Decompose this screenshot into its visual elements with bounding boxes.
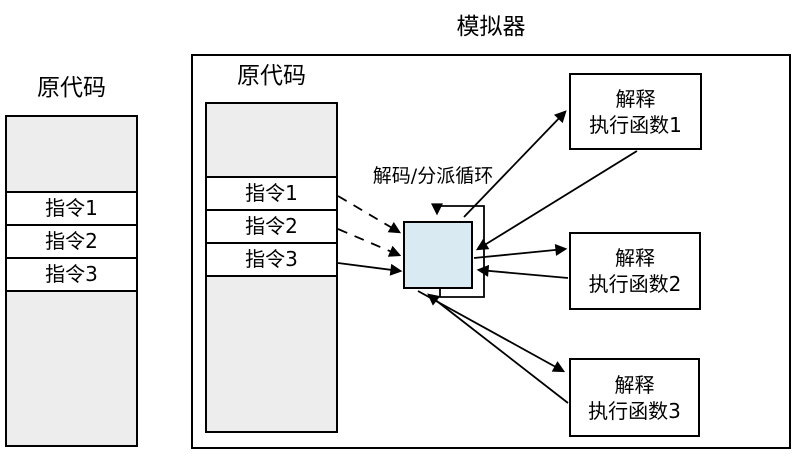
dispatch-loop-box (403, 221, 473, 289)
function-2-line-1: 解释 (615, 246, 655, 270)
inner-source-box: 指令1 指令2 指令3 (205, 102, 338, 433)
inner-source-title: 原代码 (237, 63, 306, 89)
function-3-line-1: 解释 (614, 372, 655, 397)
outer-source-box: 指令1 指令2 指令3 (5, 115, 138, 447)
inner-source-empty-bottom (207, 277, 336, 431)
interpreter-function-box-1: 解释 执行函数1 (569, 73, 702, 150)
outer-instruction-2: 指令2 (7, 226, 136, 259)
outer-source-empty-bottom (7, 292, 136, 445)
emulator-box (191, 54, 791, 449)
outer-source-empty-top (7, 117, 136, 193)
emulator-title: 模拟器 (456, 14, 526, 40)
inner-instruction-1: 指令1 (207, 178, 336, 211)
interpreter-function-box-2: 解释 执行函数2 (569, 232, 701, 310)
dispatch-loop-label: 解码/分派循环 (372, 165, 494, 187)
outer-source-title: 原代码 (37, 75, 106, 101)
inner-instruction-2: 指令2 (207, 211, 336, 244)
function-2-line-2: 执行函数2 (588, 272, 682, 296)
outer-instruction-1: 指令1 (7, 193, 136, 226)
function-3-line-2: 执行函数3 (588, 398, 681, 423)
function-1-line-1: 解释 (615, 86, 656, 111)
function-1-line-2: 执行函数1 (589, 112, 682, 137)
outer-instruction-3: 指令3 (7, 259, 136, 292)
inner-source-empty-top (207, 104, 336, 178)
inner-instruction-3: 指令3 (207, 244, 336, 277)
interpreter-function-box-3: 解释 执行函数3 (569, 358, 700, 437)
